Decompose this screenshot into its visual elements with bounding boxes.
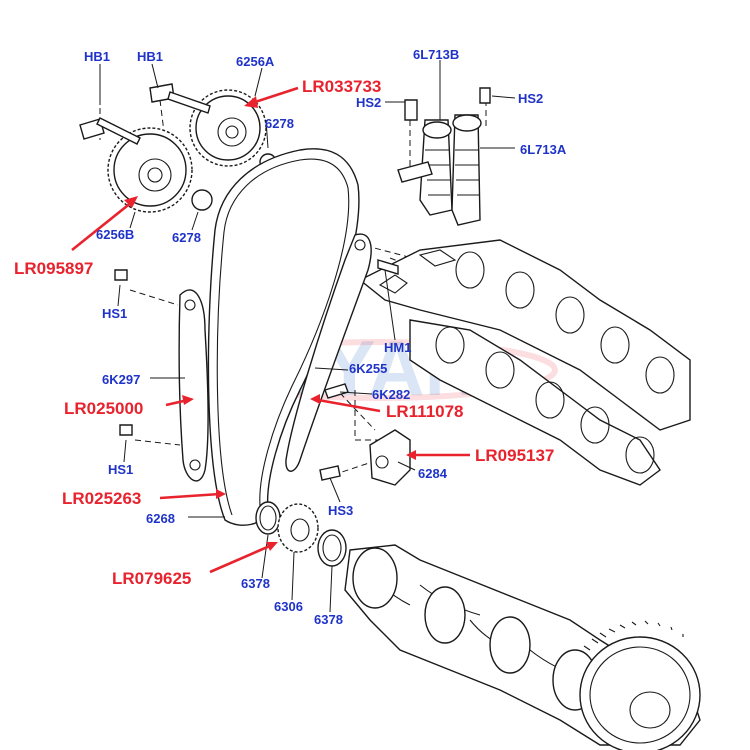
fixed-guide-rail — [285, 233, 399, 472]
label-6256a: 6256A — [236, 54, 275, 69]
label-6k255: 6K255 — [349, 361, 387, 376]
label-6378: 6378 — [241, 576, 270, 591]
label-6k282: 6K282 — [372, 387, 410, 402]
tensioner-guide-rail — [178, 289, 209, 482]
cam-phaser-gears — [79, 83, 277, 213]
crank-sprocket — [255, 501, 347, 567]
label-hb1: HB1 — [137, 49, 163, 64]
label-6256b: 6256B — [96, 227, 134, 242]
label-hs1: HS1 — [102, 306, 127, 321]
side-bolts — [114, 269, 133, 436]
part-number-lr111078: LR111078 — [386, 402, 464, 421]
chain-tensioner — [319, 383, 411, 486]
leader-lines — [99, 60, 516, 613]
label-hs2: HS2 — [518, 91, 543, 106]
crankshaft — [344, 544, 701, 750]
part-number-lr033733: LR033733 — [302, 77, 381, 96]
label-6k297: 6K297 — [102, 372, 140, 387]
vvt-solenoids — [397, 87, 491, 226]
timing-chain — [207, 148, 360, 526]
part-number-lr025263: LR025263 — [62, 489, 141, 508]
red-callout-arrows — [71, 86, 470, 574]
label-6l713a: 6L713A — [520, 142, 567, 157]
label-6278: 6278 — [265, 116, 294, 131]
label-6378: 6378 — [314, 612, 343, 627]
label-6284: 6284 — [418, 466, 448, 481]
label-hs2: HS2 — [356, 95, 381, 110]
label-hs1: HS1 — [108, 462, 133, 477]
part-number-lr095137: LR095137 — [475, 446, 554, 465]
label-6268: 6268 — [146, 511, 175, 526]
label-6l713b: 6L713B — [413, 47, 459, 62]
part-number-lr079625: LR079625 — [112, 569, 191, 588]
part-number-lr095897: LR095897 — [14, 259, 93, 278]
label-hm1: HM1 — [384, 340, 411, 355]
label-6306: 6306 — [274, 599, 303, 614]
part-number-lr025000: LR025000 — [64, 399, 143, 418]
label-6278: 6278 — [172, 230, 201, 245]
label-hs3: HS3 — [328, 503, 353, 518]
label-hb1: HB1 — [84, 49, 110, 64]
camshafts — [358, 239, 691, 486]
